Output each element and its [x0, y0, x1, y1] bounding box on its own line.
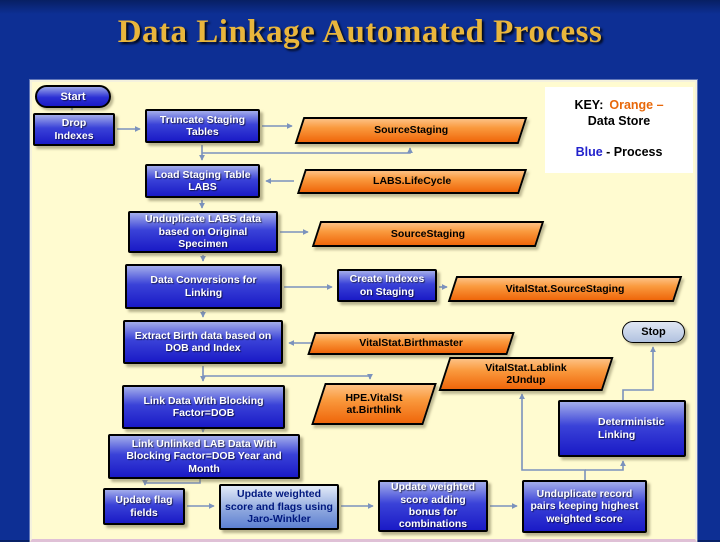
datastore-label: LABS.LifeCycle [372, 175, 452, 188]
stop-label: Stop [641, 326, 666, 338]
start-label: Start [60, 90, 86, 103]
process-update-weighted-jaro: Update weighted score and flags using Ja… [219, 484, 339, 530]
process-unduplicate-record: Unduplicate record pairs keeping highest… [522, 480, 647, 533]
datastore-vitalstat-sourcestaging: VitalStat.SourceStaging [447, 276, 683, 302]
process-drop-indexes: Drop Indexes [33, 113, 115, 146]
process-label: Update weighted score adding bonus for c… [390, 481, 475, 531]
datastore-sourcestaging-top: SourceStaging [294, 117, 528, 144]
legend-blue-label: Blue [575, 144, 603, 159]
legend-key: KEY: Orange – Data Store Blue - Process [545, 87, 693, 173]
datastore-label-line1: VitalStat.Lablink [485, 361, 567, 374]
process-link-unlinked: Link Unlinked LAB Data With Blocking Fac… [108, 434, 300, 479]
slide-title: Data Linkage Automated Process [117, 14, 603, 50]
process-label: Link Unlinked LAB Data With Blocking Fac… [126, 437, 282, 475]
process-label: Unduplicate LABS data based on Original … [144, 213, 262, 251]
process-label: Update flag fields [115, 494, 173, 519]
datastore-vitalstat-birthmaster: VitalStat.Birthmaster [307, 332, 515, 355]
process-deterministic-linking: Deterministic Linking [558, 400, 686, 457]
process-data-conversions: Data Conversions for Linking [125, 264, 282, 309]
process-label: Link Data With Blocking Factor=DOB [143, 394, 264, 419]
stop-terminal: Stop [622, 321, 685, 343]
process-link-data: Link Data With Blocking Factor=DOB [122, 385, 285, 429]
datastore-label-line1: HPE.VitalSt [345, 391, 403, 404]
process-label: Update weighted score and flags using Ja… [225, 488, 333, 526]
datastore-sourcestaging-mid: SourceStaging [311, 221, 545, 247]
process-update-flag: Update flag fields [103, 488, 185, 525]
process-label: Extract Birth data based on DOB and Inde… [134, 329, 272, 354]
datastore-hpe-birthlink: HPE.VitalSt at.Birthlink [311, 383, 437, 425]
process-extract-birth: Extract Birth data based on DOB and Inde… [123, 320, 283, 364]
datastore-labs-lifecycle: LABS.LifeCycle [296, 169, 528, 194]
legend-line-orange: KEY: Orange – [574, 97, 663, 113]
datastore-label: SourceStaging [390, 227, 466, 240]
legend-orange-meaning: Data Store [587, 114, 651, 129]
datastore-vitalstat-lablink2undup: VitalStat.Lablink 2Undup [438, 357, 614, 391]
datastore-label: VitalStat.SourceStaging [505, 282, 625, 295]
process-update-weighted-bonus: Update weighted score adding bonus for c… [378, 480, 488, 532]
process-label: Drop Indexes [54, 117, 94, 142]
process-label: Unduplicate record pairs keeping highest… [530, 487, 639, 525]
datastore-label: VitalStat.Birthmaster [359, 337, 463, 350]
legend-blue-meaning: - Process [606, 144, 663, 159]
legend-heading: KEY: [574, 98, 604, 112]
datastore-label-line2: at.Birthlink [346, 404, 402, 416]
start-terminal: Start [35, 85, 111, 108]
datastore-label: VitalStat.Lablink 2Undup [446, 362, 606, 386]
process-label: Create Indexes on Staging [349, 273, 425, 298]
process-truncate-staging: Truncate Staging Tables [145, 109, 260, 143]
process-unduplicate-labs: Unduplicate LABS data based on Original … [128, 211, 278, 253]
process-load-staging: Load Staging Table LABS [145, 164, 260, 198]
process-label: Truncate Staging Tables [159, 113, 246, 138]
process-label: Deterministic Linking [598, 416, 665, 441]
datastore-label-line2: 2Undup [506, 374, 546, 386]
legend-orange-label: Orange – [609, 98, 664, 112]
process-create-indexes: Create Indexes on Staging [337, 269, 437, 302]
datastore-label: SourceStaging [373, 124, 449, 137]
legend-line-blue: Blue - Process [576, 144, 663, 160]
process-label: Load Staging Table LABS [154, 168, 251, 193]
process-label: Data Conversions for Linking [150, 274, 257, 299]
datastore-label: HPE.VitalSt at.Birthlink [320, 392, 428, 416]
